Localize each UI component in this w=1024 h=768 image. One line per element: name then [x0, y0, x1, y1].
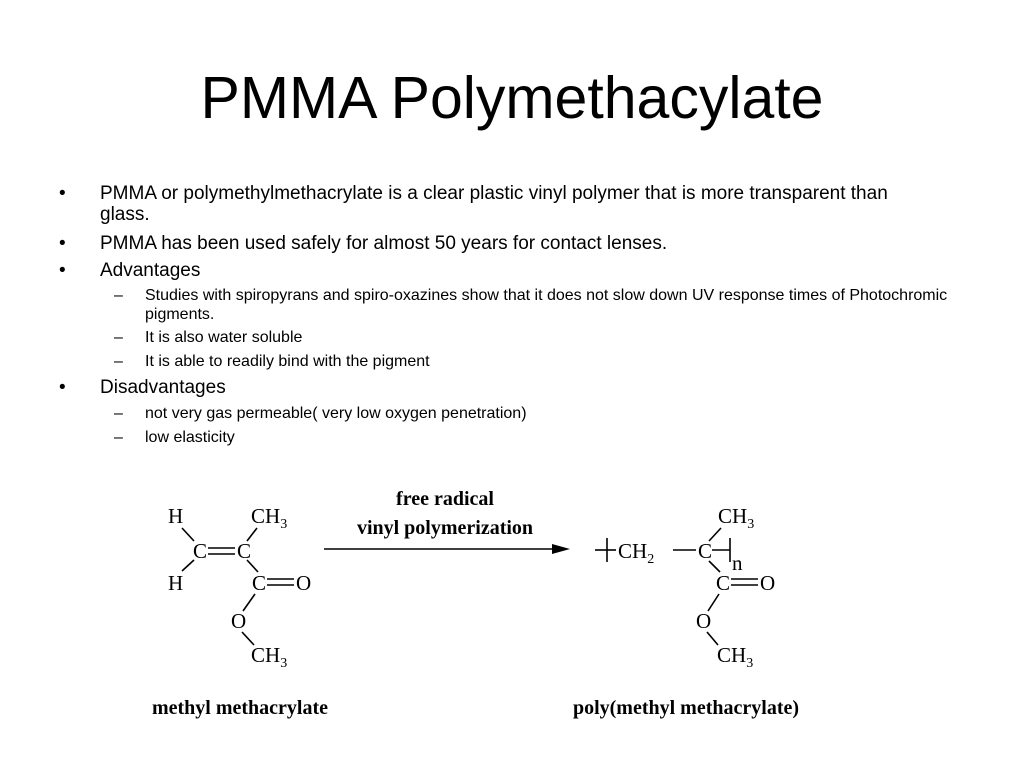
sub-bullet-text: low elasticity	[145, 429, 235, 446]
bullet-marker: •	[59, 233, 66, 254]
ch-text: CH	[717, 643, 746, 667]
atom-c-left: C	[193, 539, 207, 563]
atom-c-carbonyl: C	[252, 571, 266, 595]
product-name: poly(methyl methacrylate)	[573, 697, 799, 719]
sub-bullet-text: It is able to readily bind with the pigm…	[145, 353, 430, 370]
bond	[242, 593, 256, 612]
slide-title: PMMA Polymethacylate	[200, 65, 824, 131]
sub-bullet-item: – Studies with spiropyrans and spiro-oxa…	[114, 286, 965, 324]
atom-c-right: C	[237, 539, 251, 563]
repeat-n: n	[732, 551, 743, 575]
dash-marker: –	[114, 405, 123, 422]
bullet-item: • PMMA or polymethylmethacrylate is a cl…	[59, 183, 940, 225]
dash-marker: –	[114, 329, 123, 346]
bullet-text: Advantages	[100, 260, 201, 281]
sub-bullet-text: It is also water soluble	[145, 329, 303, 346]
sub-bullet-item: – low elasticity	[114, 428, 965, 447]
bullet-text: Disadvantages	[100, 377, 226, 398]
atom-c-backbone: C	[698, 539, 712, 563]
bullet-item: • PMMA has been used safely for almost 5…	[59, 233, 940, 254]
atom-c-carbonyl: C	[716, 571, 730, 595]
dash-marker: –	[114, 287, 123, 304]
atom-o-ester: O	[231, 609, 246, 633]
dash-marker: –	[114, 353, 123, 370]
atom-o-carbonyl: O	[760, 571, 775, 595]
bond	[246, 527, 258, 542]
ch-text: CH	[718, 504, 747, 528]
atom-ch3-top: CH3	[251, 504, 287, 532]
sub-bullet-item: – It is also water soluble	[114, 328, 965, 347]
atom-ch2: CH2	[618, 539, 654, 567]
atom-ch3-top: CH3	[718, 504, 754, 532]
bond	[246, 559, 259, 573]
reaction-label-line2: vinyl polymerization	[357, 517, 533, 539]
atom-h-bottom: H	[168, 571, 183, 595]
sub-bullet-item: – It is able to readily bind with the pi…	[114, 352, 965, 371]
reaction-label-line1: free radical	[396, 488, 494, 510]
reaction-arrow: free radical vinyl polymerization	[324, 488, 570, 554]
ch-text: CH	[251, 504, 280, 528]
bond	[181, 559, 195, 572]
bullet-marker: •	[59, 377, 66, 398]
bullet-marker: •	[59, 260, 66, 281]
bullet-item: • Advantages	[59, 260, 940, 281]
sub-bullet-item: – not very gas permeable( very low oxyge…	[114, 404, 965, 423]
subscript-3: 3	[280, 656, 287, 671]
atom-h-top: H	[168, 504, 183, 528]
arrow-head	[552, 544, 570, 554]
atom-ch3-ester: CH3	[717, 643, 753, 671]
sub-bullet-text: Studies with spiropyrans and spiro-oxazi…	[145, 287, 948, 323]
subscript-3: 3	[747, 517, 754, 532]
bond	[708, 560, 721, 573]
subscript-3: 3	[280, 517, 287, 532]
bullet-item: • Disadvantages	[59, 377, 940, 398]
product-structure: CH2 C n CH3 C O O CH3	[595, 504, 775, 671]
bond	[708, 527, 722, 542]
atom-o-ester: O	[696, 609, 711, 633]
atom-ch3-ester: CH3	[251, 643, 287, 671]
reactant-name: methyl methacrylate	[152, 697, 328, 719]
polymerization-diagram: H H C C CH3 C O O CH3 free radical vinyl…	[152, 488, 799, 719]
bond	[181, 527, 195, 542]
ch-text: CH	[251, 643, 280, 667]
reactant-structure: H H C C CH3 C O O CH3	[168, 504, 311, 671]
ch-text: CH	[618, 539, 647, 563]
bullet-text: PMMA or polymethylmethacrylate is a clea…	[100, 183, 888, 225]
atom-o-carbonyl: O	[296, 571, 311, 595]
bond	[241, 631, 255, 646]
subscript-3: 3	[746, 656, 753, 671]
sub-bullet-text: not very gas permeable( very low oxygen …	[145, 405, 527, 422]
bond	[707, 593, 720, 612]
dash-marker: –	[114, 429, 123, 446]
bullet-marker: •	[59, 183, 66, 204]
bond	[706, 631, 719, 646]
subscript-2: 2	[647, 552, 654, 567]
bullet-text: PMMA has been used safely for almost 50 …	[100, 233, 668, 254]
